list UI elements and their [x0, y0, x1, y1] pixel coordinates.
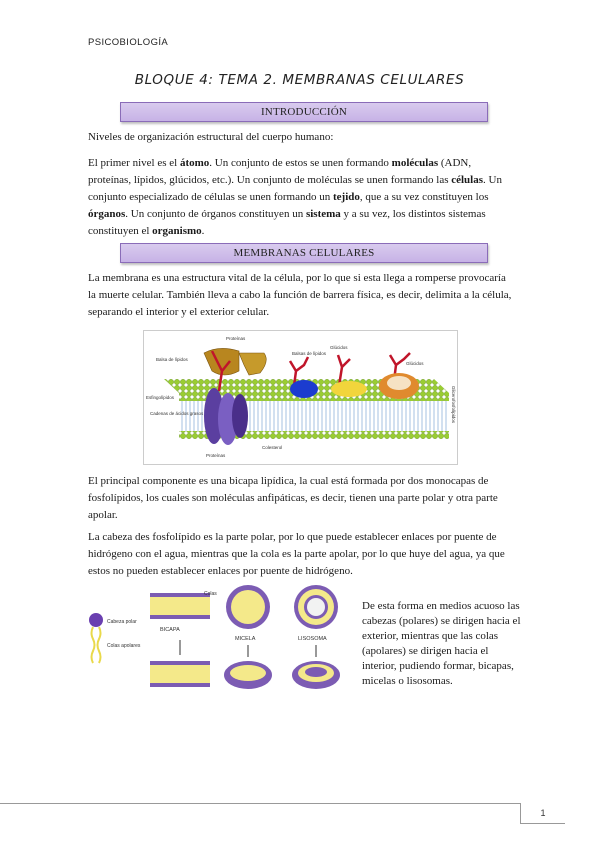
label-glucidos-2: Glúcidos [406, 361, 424, 366]
label-cabeza-polar: Cabeza polar [107, 619, 137, 625]
label-proteinas-top: Proteínas [226, 336, 246, 341]
label-glucidos-1: Glúcidos [330, 345, 348, 350]
term-organos: órganos [88, 208, 126, 220]
term-organismo: organismo [152, 225, 202, 237]
term-sistema: sistema [305, 208, 341, 220]
phospholipid-structures-diagram: Cabeza polar Colas apolares Colas BICAPA… [88, 585, 350, 697]
paragraph-bicapa: El principal componente es una bicapa li… [88, 475, 498, 521]
label-glicerofosfolipidos: Glicerofosfolípidos [451, 386, 456, 424]
label-proteinas-bottom: Proteínas [206, 453, 226, 458]
membrane-diagram: Proteínas Balsa de lípidos Balsas de líp… [143, 330, 458, 465]
label-bicapa: BICAPA [160, 627, 180, 633]
paragraph-cabeza: La cabeza des fosfolípido es la parte po… [88, 531, 505, 577]
label-colas-apolares: Colas apolares [107, 643, 141, 649]
label-cadenas: Cadenas de ácidos grasos [150, 411, 204, 416]
section-heading-membranas: MEMBRANAS CELULARES [120, 243, 488, 263]
term-moleculas: moléculas [391, 157, 439, 169]
paragraph-membrana: La membrana es una estructura vital de l… [88, 272, 512, 318]
term-celulas: células [451, 174, 484, 186]
running-header: PSICOBIOLOGÍA [88, 37, 169, 48]
section-heading-intro: INTRODUCCIÓN [120, 102, 488, 122]
label-colesterol: Colesterol [262, 445, 282, 450]
label-balsa-1: Balsa de lípidos [156, 357, 189, 362]
label-esfingolipidos: Esfingolípidos [146, 395, 175, 400]
paragraph-organizacion: El primer nivel es el átomo. Un conjunto… [88, 157, 502, 237]
label-micela: MICELA [235, 636, 256, 642]
page-number: 1 [520, 803, 565, 824]
paragraph-niveles: Niveles de organización estructural del … [88, 131, 334, 143]
label-balsa-2: Balsas de lípidos [292, 351, 327, 356]
label-lisosoma: LISOSOMA [298, 636, 327, 642]
term-tejido: tejido [332, 191, 360, 203]
footer-rule [0, 803, 520, 804]
label-colas: Colas [204, 591, 217, 597]
term-atomo: átomo [179, 157, 210, 169]
paragraph-medios-acuosos: De esta forma en medios acuoso las cabez… [362, 600, 521, 687]
page-title: BLOQUE 4: TEMA 2. MEMBRANAS CELULARES [134, 72, 465, 88]
